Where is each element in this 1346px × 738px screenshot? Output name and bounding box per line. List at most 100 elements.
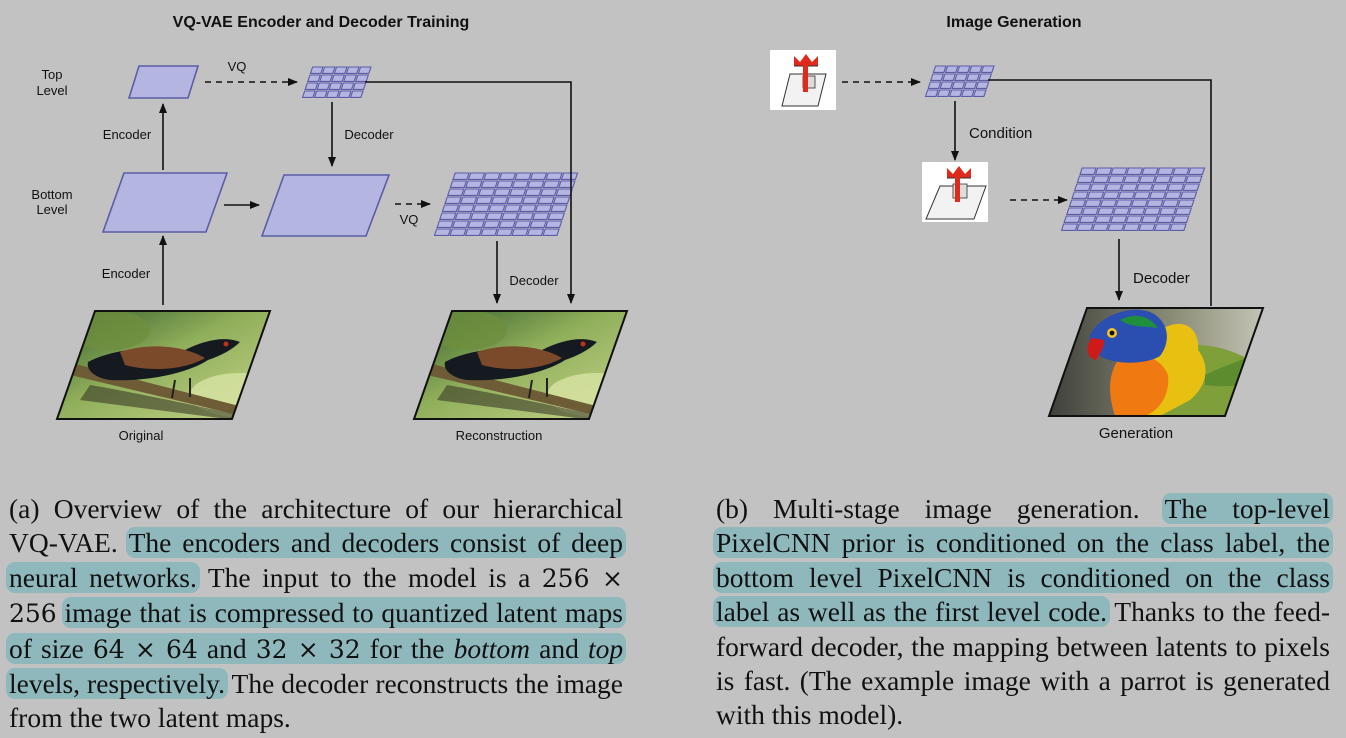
latent-cell <box>495 228 514 236</box>
latent-cell <box>1187 167 1206 175</box>
latent-cell <box>1089 183 1108 191</box>
latent-cell <box>534 204 553 212</box>
latent-cell <box>1060 223 1079 231</box>
latent-cell <box>1135 183 1154 191</box>
latent-cell <box>544 220 563 228</box>
latent-cell <box>511 180 530 188</box>
latent-cell <box>1094 167 1113 175</box>
latent-cell <box>451 220 470 228</box>
latent-cell <box>465 180 483 188</box>
latent-cell <box>449 228 467 236</box>
latent-cell <box>439 212 457 220</box>
latent-cell <box>1107 223 1125 231</box>
reconstruction-label: Reconstruction <box>456 428 543 443</box>
caption-a-text-3: and <box>206 632 247 664</box>
vq-top-label: VQ <box>228 59 247 74</box>
latent-cell <box>936 89 951 97</box>
latent-cell <box>1086 191 1105 199</box>
latent-cell <box>521 196 540 204</box>
latent-cell <box>539 188 558 196</box>
top-level-label-1: Top <box>42 67 63 82</box>
latent-cell <box>550 204 568 212</box>
latent-cell <box>963 81 978 89</box>
latent-cell <box>1133 191 1151 199</box>
latent-cell <box>1125 167 1144 175</box>
latent-cell <box>1066 207 1084 215</box>
latent-cell <box>511 228 529 236</box>
latent-cell <box>480 228 498 236</box>
latent-cell <box>519 204 537 212</box>
original-bird-image <box>55 310 272 420</box>
latent-cell <box>1156 167 1175 175</box>
caption-a-text-4: for the <box>369 632 445 664</box>
latent-cell <box>1073 183 1092 191</box>
latent-cell <box>313 90 328 98</box>
latent-cell <box>1110 167 1128 175</box>
latent-cell <box>1122 223 1141 231</box>
latent-cell <box>1179 191 1198 199</box>
panel-b-title: Image Generation <box>946 14 1081 31</box>
latent-cell <box>352 82 367 90</box>
latent-cell <box>1123 175 1141 183</box>
latent-cell <box>1076 223 1094 231</box>
latent-cell <box>1154 175 1172 183</box>
latent-cell <box>1128 207 1146 215</box>
latent-cell <box>951 81 966 89</box>
caption-b-lead: (b) Multi-stage image generation. <box>716 493 1140 524</box>
latent-cell <box>558 180 576 188</box>
latent-cell <box>972 89 987 97</box>
latent-cell <box>514 172 532 180</box>
latent-cell <box>944 65 959 73</box>
caption-a-text-5: and <box>539 632 579 664</box>
latent-cell <box>319 74 334 82</box>
latent-cell <box>343 74 358 82</box>
latent-cell <box>1097 207 1115 215</box>
latent-cell <box>529 172 548 180</box>
latent-cell <box>524 188 543 196</box>
latent-cell <box>1078 215 1097 223</box>
latent-cell <box>1182 183 1201 191</box>
latent-cell <box>942 73 957 81</box>
caption-a-text-1: The input to the model is a <box>207 561 531 593</box>
latent-cell <box>555 188 574 196</box>
latent-cell <box>1125 215 1143 223</box>
arrow-top-to-reconstruction <box>365 81 575 304</box>
latent-cell <box>441 204 460 212</box>
latent-cell <box>345 66 360 74</box>
decoder-top-label: Decoder <box>344 127 394 142</box>
latent-cell <box>1138 175 1157 183</box>
latent-cell <box>340 82 355 90</box>
latent-cell <box>1092 175 1110 183</box>
latent-cell <box>1079 167 1097 175</box>
latent-cell <box>488 204 506 212</box>
latent-cell <box>966 73 981 81</box>
latent-cell <box>508 188 527 196</box>
latent-cell <box>501 212 519 220</box>
latent-cell <box>526 228 545 236</box>
latent-cell <box>506 196 524 204</box>
latent-cell <box>325 90 340 98</box>
latent-cell <box>331 74 346 82</box>
latent-cell <box>1159 207 1177 215</box>
latent-cell <box>1112 207 1131 215</box>
latent-cell <box>547 212 566 220</box>
generated-top-latent-grid <box>924 65 995 97</box>
latent-cell <box>924 89 939 97</box>
latent-cell <box>948 89 963 97</box>
latent-cell <box>516 212 535 220</box>
latent-cell <box>493 188 512 196</box>
decoder-label-b: Decoder <box>1133 270 1190 287</box>
caption-a: (a) Overview of the architecture of our … <box>6 492 627 736</box>
latent-cell <box>1172 167 1190 175</box>
latent-cell <box>457 204 475 212</box>
latent-cell <box>954 73 969 81</box>
latent-cell <box>1094 215 1112 223</box>
caption-a-math-1: 256 × 256 <box>9 563 623 629</box>
generated-bottom-latent-grid <box>1060 167 1206 231</box>
latent-cell <box>939 81 954 89</box>
latent-cell <box>1148 191 1167 199</box>
latent-cell <box>1185 175 1203 183</box>
latent-cell <box>464 228 483 236</box>
latent-cell <box>452 172 470 180</box>
latent-cell <box>503 204 522 212</box>
